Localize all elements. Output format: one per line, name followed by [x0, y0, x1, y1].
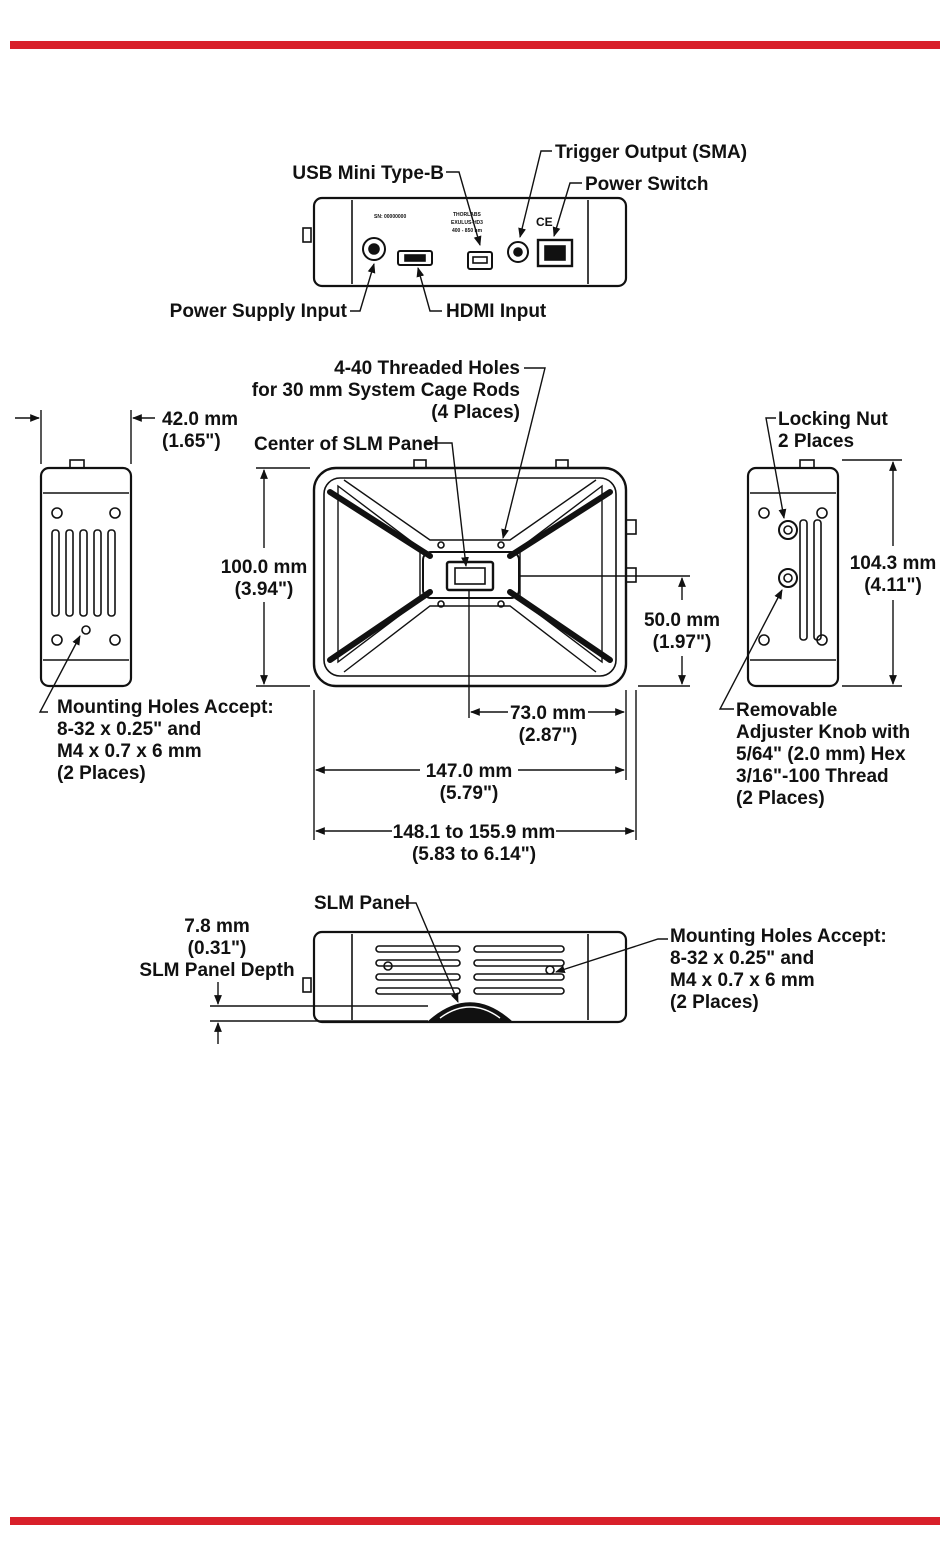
rear-model-text: EXULUS-HD3: [451, 220, 483, 226]
locking-nut-2: 2 Places: [778, 431, 854, 452]
ce-mark: CE: [536, 215, 553, 229]
usb-label: USB Mini Type-B: [292, 163, 444, 184]
slm-panel-label: SLM Panel: [314, 893, 410, 914]
rear-housing: [312, 196, 628, 288]
threaded-holes-2: for 30 mm System Cage Rods: [252, 380, 520, 401]
bottom-mount-2: 8-32 x 0.25" and: [670, 948, 814, 969]
offset-y-mm: 50.0 mm: [644, 610, 720, 631]
bottom-mount-4: (2 Places): [670, 992, 759, 1013]
bottom-mount-3: M4 x 0.7 x 6 mm: [670, 970, 815, 991]
sma-connector: [507, 241, 529, 263]
bottom-depth-1: 7.8 mm: [184, 916, 249, 937]
knob-3: 5/64" (2.0 mm) Hex: [736, 744, 906, 765]
offset-x-mm: 73.0 mm: [510, 703, 586, 724]
bottom-depth-3: SLM Panel Depth: [139, 960, 294, 981]
rear-range-text: 400 - 850 nm: [452, 228, 483, 234]
front-leaders: [256, 367, 690, 840]
width-in: (5.79"): [440, 783, 499, 804]
usb-port: [467, 251, 493, 270]
power-switch: [536, 238, 574, 268]
left-depth-in: (1.65"): [162, 431, 221, 452]
width-mm: 147.0 mm: [426, 761, 513, 782]
threaded-holes-1: 4-40 Threaded Holes: [334, 358, 520, 379]
rear-brand-text: THORLABS: [453, 212, 481, 218]
trigger-label: Trigger Output (SMA): [555, 142, 747, 163]
right-side-view: [746, 459, 840, 688]
power-supply-label: Power Supply Input: [170, 301, 348, 322]
bottom-mounting-hole: [545, 965, 555, 975]
knob-4: 3/16"-100 Thread: [736, 766, 889, 787]
left-mount-1: Mounting Holes Accept:: [57, 697, 274, 718]
left-depth-mm: 42.0 mm: [162, 409, 238, 430]
threaded-holes-3: (4 Places): [431, 402, 520, 423]
overall-mm: 148.1 to 155.9 mm: [393, 822, 556, 843]
power-switch-label: Power Switch: [585, 174, 709, 195]
slm-panel-protrusion: [426, 1002, 514, 1023]
bottom-depth-2: (0.31"): [188, 938, 247, 959]
bottom-mount-1: Mounting Holes Accept:: [670, 926, 887, 947]
left-mount-4: (2 Places): [57, 763, 146, 784]
rear-view: SN: 00000000 THORLABS EXULUS-HD3 400 - 8…: [302, 196, 628, 288]
right-height-mm: 104.3 mm: [850, 553, 937, 574]
left-side-view: [39, 459, 133, 688]
left-dims: [15, 410, 155, 713]
left-mounting-hole: [81, 625, 91, 635]
offset-y-in: (1.97"): [653, 632, 712, 653]
hdmi-label: HDMI Input: [446, 301, 547, 322]
bottom-leaders: [210, 902, 668, 1044]
front-height-mm: 100.0 mm: [221, 557, 308, 578]
left-mount-3: M4 x 0.7 x 6 mm: [57, 741, 202, 762]
knob-1: Removable: [736, 700, 837, 721]
adjuster-knob-lower: [778, 568, 798, 588]
front-view: [312, 459, 637, 688]
front-housing: [312, 466, 628, 688]
hdmi-port: [397, 250, 433, 266]
power-supply-jack: [362, 237, 386, 261]
bottom-view: [302, 930, 628, 1024]
rear-leaders: [350, 150, 582, 312]
overall-in: (5.83 to 6.14"): [412, 844, 536, 865]
adjuster-knob-upper: [778, 520, 798, 540]
rear-side-knob: [302, 227, 312, 243]
knob-5: (2 Places): [736, 788, 825, 809]
knob-2: Adjuster Knob with: [736, 722, 910, 743]
right-leaders: [718, 417, 902, 710]
top-accent-bar: [10, 41, 940, 49]
rear-serial-text: SN: 00000000: [374, 214, 406, 220]
locking-nut-1: Locking Nut: [778, 409, 888, 430]
center-slm-label: Center of SLM Panel: [254, 434, 439, 455]
bottom-accent-bar: [10, 1517, 940, 1525]
right-height-in: (4.11"): [864, 575, 922, 596]
offset-x-in: (2.87"): [519, 725, 578, 746]
front-height-in: (3.94"): [235, 579, 294, 600]
left-mount-2: 8-32 x 0.25" and: [57, 719, 201, 740]
slm-panel-window: [445, 560, 495, 592]
